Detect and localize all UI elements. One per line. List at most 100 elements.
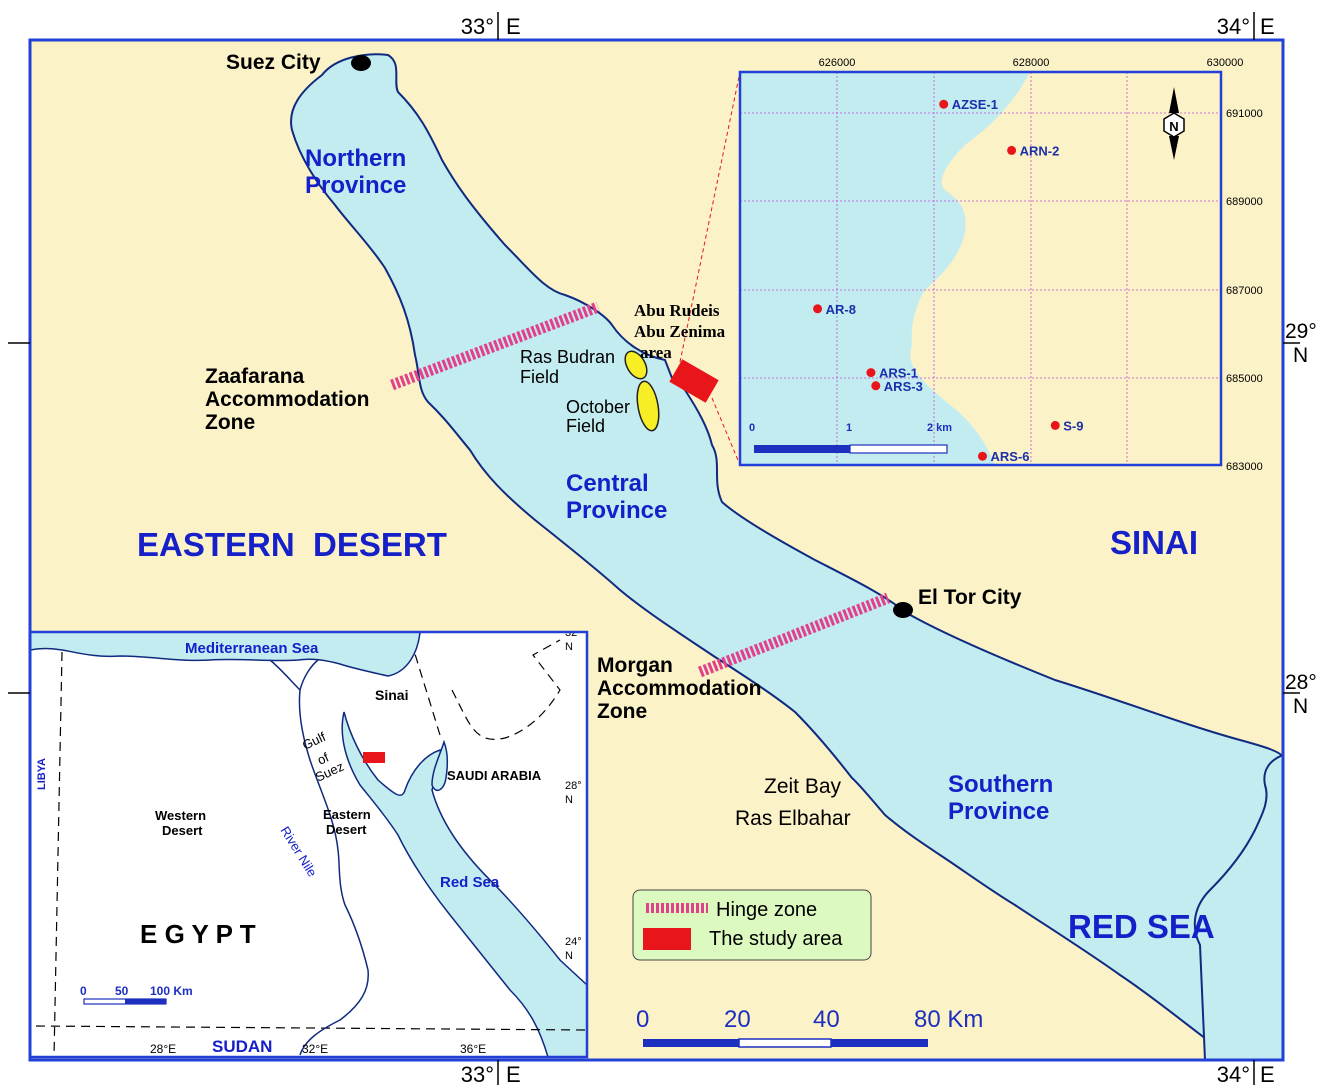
top-lon-east: 34° — [1217, 14, 1250, 39]
egypt-inset-borders — [35, 639, 587, 1057]
inset-connector-bottom — [711, 397, 741, 466]
zaafarana-label-3: Zone — [205, 411, 255, 434]
well-marker-arn-2 — [1007, 145, 1017, 155]
red-sea-water — [1193, 753, 1283, 1060]
egypt-inset-red-sea: Red Sea — [440, 874, 500, 891]
morgan-label-2: Accommodation — [597, 677, 762, 700]
inset-scale-bar: 0 1 2 km — [749, 422, 952, 454]
october-field-label-1: October — [566, 397, 630, 417]
morgan-label-3: Zone — [597, 700, 647, 723]
scale-tick-0: 0 — [636, 1006, 649, 1033]
egypt-inset-scale-0: 0 — [80, 984, 87, 998]
scale-tick-80: 80 Km — [914, 1006, 983, 1033]
egypt-inset-lat-24-hem: N — [565, 950, 573, 962]
lat-28-hem: N — [1293, 695, 1308, 718]
egypt-inset-scale-bar: 0 50 100 Km — [80, 984, 193, 1005]
egypt-inset-saudi-arabia: SAUDI ARABIA — [447, 768, 542, 783]
egypt-inset-mediterranean: Mediterranean Sea — [185, 640, 319, 657]
top-lon-west-hem: E — [506, 14, 521, 39]
well-label-ars-3: ARS-3 — [884, 379, 923, 394]
well-label-ars-1: ARS-1 — [879, 366, 918, 381]
zaafarana-label-1: Zaafarana — [205, 365, 305, 388]
legend-study-swatch — [643, 928, 691, 950]
inset-x-tick-626000: 626000 — [819, 57, 856, 69]
well-label-arn-2: ARN-2 — [1020, 143, 1060, 158]
egypt-inset-red-sea — [341, 711, 587, 1057]
egypt-inset-lat-32-hem: N — [565, 641, 573, 653]
inset-grid — [740, 72, 1221, 465]
egypt-inset-lon-32: 32°E — [302, 1042, 328, 1056]
egypt-inset-sinai: Sinai — [375, 687, 408, 703]
egypt-inset-western-desert-1: Western — [155, 808, 206, 823]
legend-study-label: The study area — [709, 928, 843, 950]
well-label-ars-6: ARS-6 — [991, 449, 1030, 464]
inset-scale-tick-0: 0 — [749, 422, 755, 434]
northern-province-label-1: Northern — [305, 145, 406, 172]
well-marker-ars-3 — [871, 381, 881, 391]
well-marker-s-9 — [1050, 420, 1060, 430]
egypt-inset-lat-28: 28° — [565, 780, 582, 792]
main-map-frame — [28, 38, 1285, 1062]
well-label-azse-1: AZSE-1 — [952, 97, 998, 112]
egypt-inset-lat-32: 32° — [565, 627, 582, 639]
zaafarana-label-2: Accommodation — [205, 388, 370, 411]
sinai-label: SINAI — [1110, 524, 1198, 561]
egypt-inset-study-area — [363, 752, 385, 763]
october-field-label-2: Field — [566, 416, 605, 436]
inset-y-tick-689000: 689000 — [1226, 196, 1263, 208]
egypt-inset: Mediterranean Sea Sinai Gulf of Suez SAU… — [28, 627, 589, 1059]
egypt-inset-lat-24: 24° — [565, 936, 582, 948]
scale-bar: 0 20 40 80 Km — [636, 1006, 983, 1048]
well-marker-ar-8 — [813, 304, 823, 314]
egypt-inset-eastern-desert-1: Eastern — [323, 807, 371, 822]
suez-city-marker — [351, 55, 371, 71]
egypt-inset-western-desert-2: Desert — [162, 823, 203, 838]
bottom-lon-east-hem: E — [1260, 1062, 1275, 1087]
inset-y-tick-685000: 685000 — [1226, 373, 1263, 385]
october-field-shape — [636, 380, 660, 432]
lat-29-hem: N — [1293, 344, 1308, 367]
suez-city-label: Suez City — [226, 51, 321, 74]
river-nile — [269, 659, 369, 1056]
ras-budran-field-shape — [624, 350, 648, 380]
southern-province-label-2: Province — [948, 798, 1049, 825]
central-province-label-2: Province — [566, 497, 667, 524]
bottom-lon-west: 33° — [461, 1062, 494, 1087]
egypt-inset-libya: LIBYA — [36, 758, 48, 790]
well-marker-ars-6 — [978, 451, 987, 461]
gulf-of-aqaba — [431, 739, 449, 792]
legend-hinge-label: Hinge zone — [716, 899, 817, 921]
red-sea-label: RED SEA — [1068, 908, 1215, 945]
eastern-desert-label: EASTERN DESERT — [137, 526, 447, 563]
gulf-of-suez-water — [290, 53, 1283, 1060]
inset-scale-tick-2: 2 km — [927, 422, 952, 434]
north-arrow-icon: N — [1163, 87, 1185, 160]
el-tor-city-label: El Tor City — [918, 586, 1022, 609]
morgan-label-1: Morgan — [597, 654, 673, 677]
ras-elbahar-label: Ras Elbahar — [735, 807, 851, 830]
inset-x-tick-628000: 628000 — [1013, 57, 1050, 69]
el-tor-city-marker — [893, 602, 913, 618]
mediterranean-water — [30, 632, 421, 677]
central-province-label-1: Central — [566, 470, 649, 497]
north-arrow-letter: N — [1169, 119, 1178, 134]
zaafarana-hinge-zone — [390, 301, 600, 391]
legend: Hinge zone The study area — [632, 889, 872, 961]
graticule-ticks — [8, 12, 1300, 1085]
inset-y-tick-683000: 683000 — [1226, 461, 1263, 473]
well-marker-ars-1 — [866, 368, 876, 378]
abu-rudeis-label-2: Abu Zenima — [634, 322, 726, 341]
inset-connector-top — [679, 71, 741, 363]
northern-province-label-2: Province — [305, 172, 406, 199]
egypt-inset-scale-50: 50 — [115, 984, 129, 998]
zeit-bay-label: Zeit Bay — [764, 775, 842, 798]
well-label-ar-8: AR-8 — [826, 302, 856, 317]
morgan-hinge-zone — [697, 592, 891, 678]
abu-rudeis-label-1: Abu Rudeis — [634, 301, 720, 320]
inset-water — [740, 72, 1030, 465]
inset-scale-tick-1: 1 — [846, 422, 852, 434]
egypt-inset-lat-28-hem: N — [565, 794, 573, 806]
lat-29-label: 29° — [1285, 320, 1317, 343]
